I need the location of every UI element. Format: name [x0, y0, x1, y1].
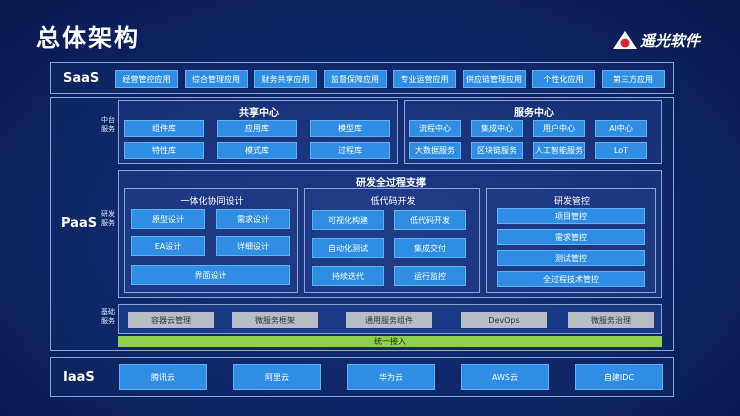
saas-item[interactable]: 监督保障应用 [323, 70, 387, 88]
saas-item[interactable]: 个性化应用 [532, 70, 595, 88]
rd-mgmt-item[interactable]: 项目管控 [497, 208, 645, 224]
jichu-label: 基础服务 [101, 308, 115, 325]
lowcode-item[interactable]: 可视化构建 [312, 210, 384, 230]
rd-process-title: 研发全过程支撑 [356, 178, 426, 189]
rd-mgmt-item[interactable]: 测试管控 [497, 250, 645, 266]
logo-text: 遥光软件 [640, 31, 701, 50]
iaas-item[interactable]: 腾讯云 [119, 364, 207, 390]
shared-center-item[interactable]: 特性库 [124, 142, 204, 159]
integrated-design-title: 一体化协同设计 [180, 197, 244, 207]
base-service-item[interactable]: 容器云管理 [128, 312, 214, 328]
service-center-item[interactable]: 区块链服务 [471, 142, 523, 159]
yanfa-label: 研发服务 [101, 210, 115, 227]
integrated-design-item[interactable]: 界面设计 [131, 265, 290, 285]
logo-triangle-icon [612, 30, 638, 50]
service-center-item[interactable]: 用户中心 [533, 120, 585, 137]
lowcode-item[interactable]: 低代码开发 [394, 210, 466, 230]
shared-center-item[interactable]: 应用库 [217, 120, 297, 137]
shared-center-title: 共享中心 [239, 108, 279, 119]
iaas-label: IaaS [63, 370, 95, 385]
lowcode-item[interactable]: 自动化测试 [312, 238, 384, 258]
base-service-item[interactable]: 微服务治理 [568, 312, 654, 328]
lowcode-item[interactable]: 持续迭代 [312, 266, 384, 286]
base-service-item[interactable]: DevOps [461, 312, 547, 328]
shared-center-item[interactable]: 过程库 [310, 142, 390, 159]
saas-item[interactable]: 综合管理应用 [184, 70, 248, 88]
paas-label: PaaS [61, 216, 98, 231]
base-service-item[interactable]: 微服务框架 [232, 312, 318, 328]
saas-panel: SaaS 经营管控应用综合管理应用财务共享应用监督保障应用专业运营应用供应链管理… [50, 62, 674, 94]
integrated-design-item[interactable]: 需求设计 [216, 209, 290, 229]
integrated-design-item[interactable]: 详细设计 [216, 236, 290, 256]
shared-center-item[interactable]: 模式库 [217, 142, 297, 159]
lowcode-item[interactable]: 运行监控 [394, 266, 466, 286]
integrated-design-item[interactable]: EA设计 [131, 236, 205, 256]
rd-mgmt-item[interactable]: 需求管控 [497, 229, 645, 245]
saas-label: SaaS [63, 71, 100, 86]
lowcode-title: 低代码开发 [370, 197, 416, 207]
iaas-item[interactable]: 华为云 [347, 364, 435, 390]
shared-center-item[interactable]: 组件库 [124, 120, 204, 137]
shared-center-item[interactable]: 模型库 [310, 120, 390, 137]
saas-item[interactable]: 经营管控应用 [115, 70, 178, 88]
service-center-item[interactable]: 集成中心 [471, 120, 523, 137]
iaas-item[interactable]: AWS云 [461, 364, 549, 390]
saas-item[interactable]: 第三方应用 [601, 70, 665, 88]
service-center-item[interactable]: 大数据服务 [409, 142, 461, 159]
zhongtai-label: 中台服务 [101, 116, 115, 133]
base-service-item[interactable]: 通用服务组件 [346, 312, 432, 328]
page-title: 总体架构 [36, 24, 140, 52]
rd-mgmt-title: 研发管控 [553, 197, 590, 207]
iaas-item[interactable]: 自建IDC [575, 364, 663, 390]
service-center-item[interactable]: LoT [595, 142, 647, 159]
saas-item[interactable]: 专业运营应用 [393, 70, 456, 88]
iaas-item[interactable]: 阿里云 [233, 364, 321, 390]
service-center-item[interactable]: AI中心 [595, 120, 647, 137]
company-logo: 遥光软件 [612, 30, 700, 50]
lowcode-item[interactable]: 集成交付 [394, 238, 466, 258]
unified-access-bar[interactable]: 统一接入 [118, 336, 662, 347]
service-center-item[interactable]: 人工智能服务 [533, 142, 585, 159]
saas-item[interactable]: 财务共享应用 [254, 70, 317, 88]
saas-item[interactable]: 供应链管理应用 [462, 70, 526, 88]
service-center-title: 服务中心 [514, 108, 554, 119]
service-center-item[interactable]: 流程中心 [409, 120, 461, 137]
integrated-design-item[interactable]: 原型设计 [131, 209, 205, 229]
rd-mgmt-item[interactable]: 全过程技术管控 [497, 271, 645, 287]
